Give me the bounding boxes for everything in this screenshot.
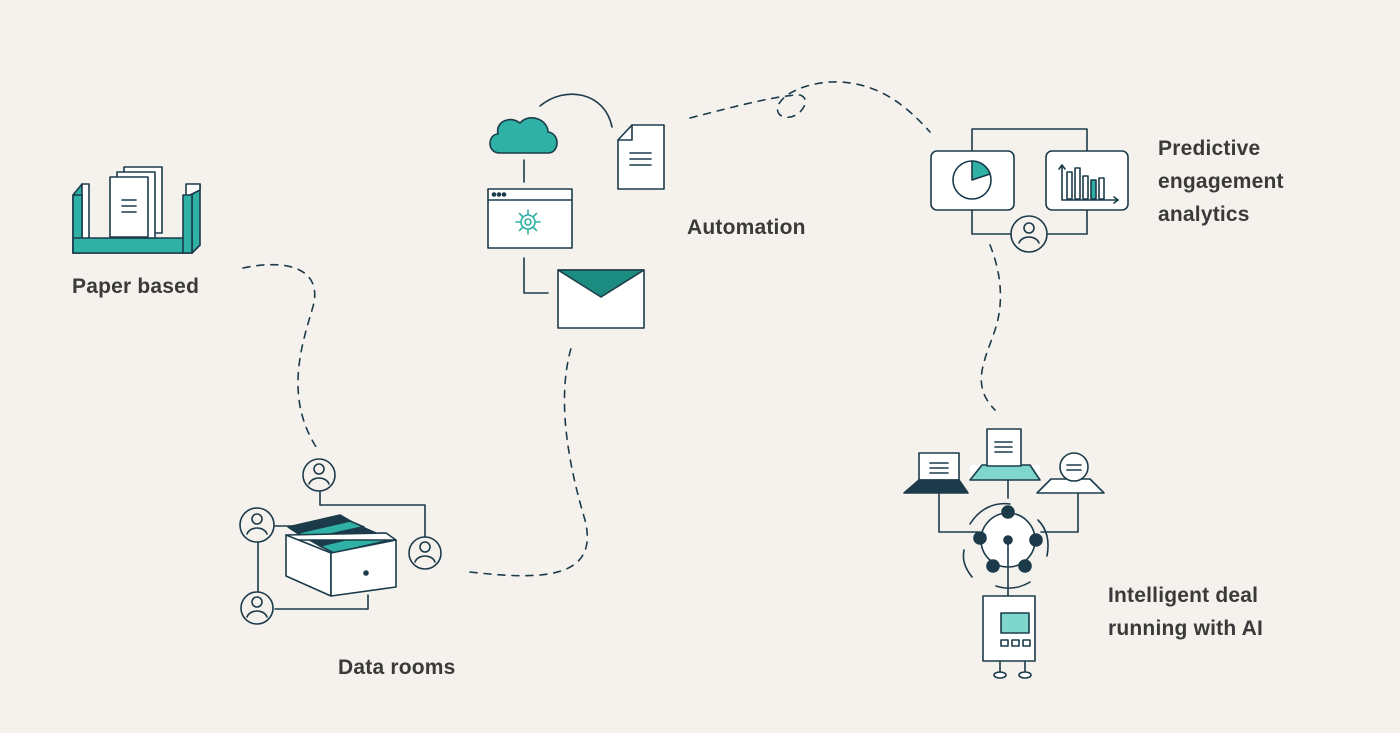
envelope-icon	[557, 269, 645, 329]
user-icon	[1010, 215, 1048, 253]
laptop-icon	[918, 452, 960, 481]
predictive-analytics-label: Predictive engagement analytics	[1158, 137, 1284, 226]
intelligent-deal-ai-label: Intelligent deal running with AI	[1108, 584, 1264, 640]
path-automation-to-predictive	[689, 81, 931, 133]
data-rooms-label: Data rooms	[338, 656, 456, 679]
cloud-icon	[489, 117, 558, 154]
cloud-browser-mail-icon	[487, 93, 665, 329]
gear-icon	[515, 209, 541, 235]
chat-bubble-icon	[1036, 452, 1105, 494]
paper-based-label: Paper based	[72, 275, 200, 298]
analytics-dashboard-icon	[930, 128, 1129, 253]
document-icon	[617, 124, 665, 190]
path-data-to-automation	[469, 344, 588, 577]
journey-path	[242, 81, 1002, 577]
paper-tray-icon	[72, 166, 201, 254]
robot-icon	[903, 428, 1105, 679]
path-predictive-to-ai	[980, 244, 1002, 411]
automation-label: Automation	[687, 216, 806, 239]
browser-window-icon	[487, 188, 573, 249]
filing-drawer-icon	[239, 458, 442, 625]
path-paper-to-data	[242, 263, 319, 451]
